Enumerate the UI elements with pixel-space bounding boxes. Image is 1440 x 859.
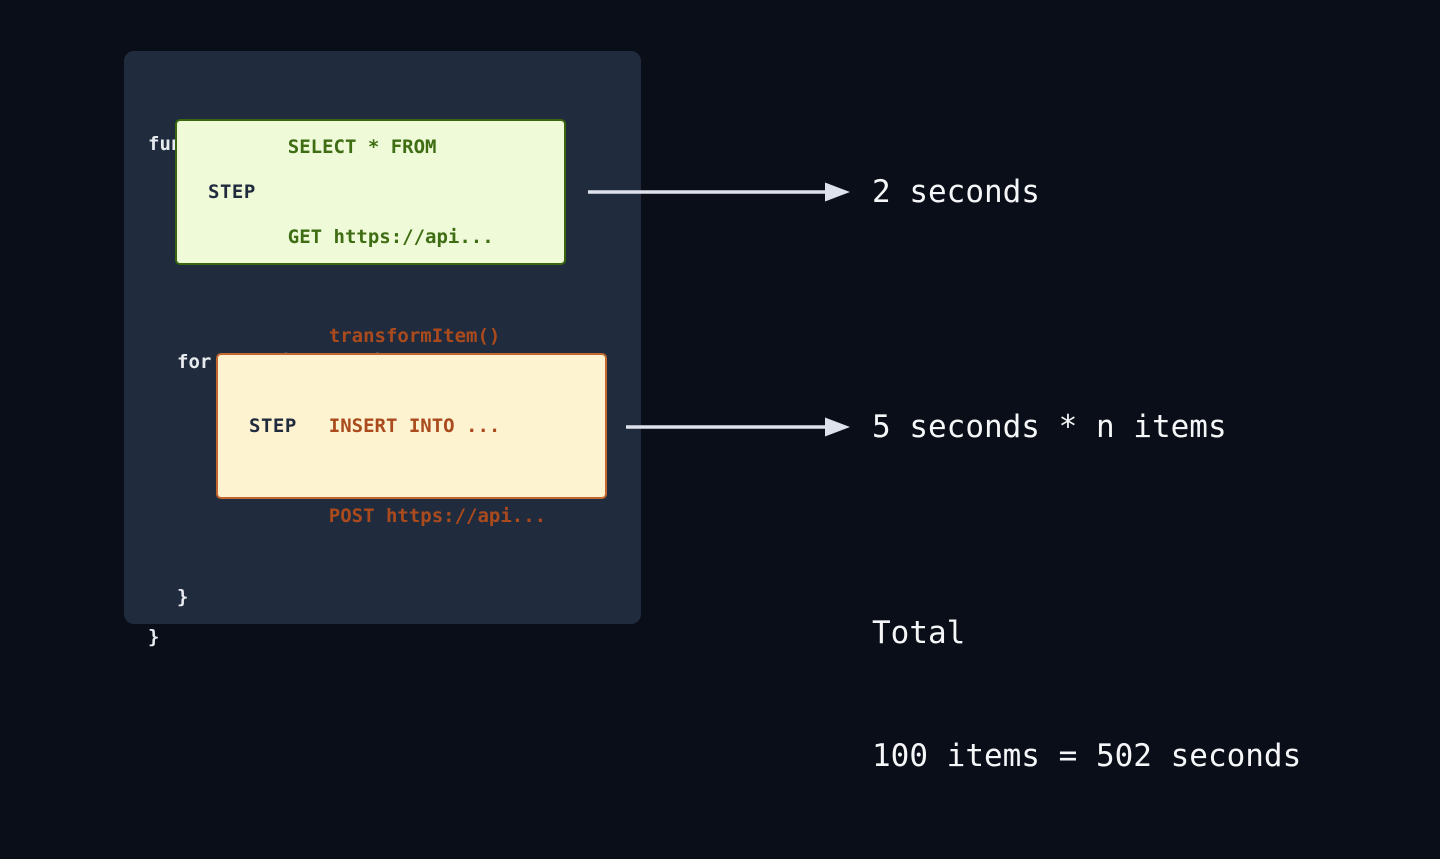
- step2-duration-label: 5 seconds * n items: [872, 409, 1227, 445]
- code-panel: function () { STEP SELECT * FROM GET htt…: [124, 51, 641, 648]
- step1-duration-label: 2 seconds: [872, 174, 1040, 210]
- step-code-line: GET https://api...: [287, 226, 494, 248]
- total-value: 100 items = 502 seconds: [872, 738, 1302, 774]
- diagram-canvas: function () { STEP SELECT * FROM GET htt…: [124, 51, 1301, 774]
- step-box-extract: STEP SELECT * FROM GET https://api...: [175, 119, 566, 265]
- step-code-transform-load: transformItem() INSERT INTO ... POST htt…: [329, 261, 546, 591]
- step-code-line: transformItem(): [328, 325, 501, 347]
- code-line-function-close: }: [148, 626, 160, 648]
- total-label: Total: [872, 615, 966, 651]
- code-line-for-close: }: [177, 586, 189, 608]
- arrow-right-icon: [588, 182, 850, 202]
- step-code-line: POST https://api...: [328, 505, 547, 527]
- step-code-line: INSERT INTO ...: [328, 415, 501, 437]
- step-box-transform-load: STEP transformItem() INSERT INTO ... POS…: [216, 325, 607, 527]
- step-label: STEP: [208, 181, 256, 203]
- step-label: STEP: [249, 415, 297, 437]
- arrow-right-icon: [626, 417, 850, 437]
- step-code-line: SELECT * FROM: [287, 136, 437, 158]
- step-code-extract: SELECT * FROM GET https://api...: [288, 72, 494, 312]
- total-summary: Total 100 items = 502 seconds: [872, 531, 1301, 859]
